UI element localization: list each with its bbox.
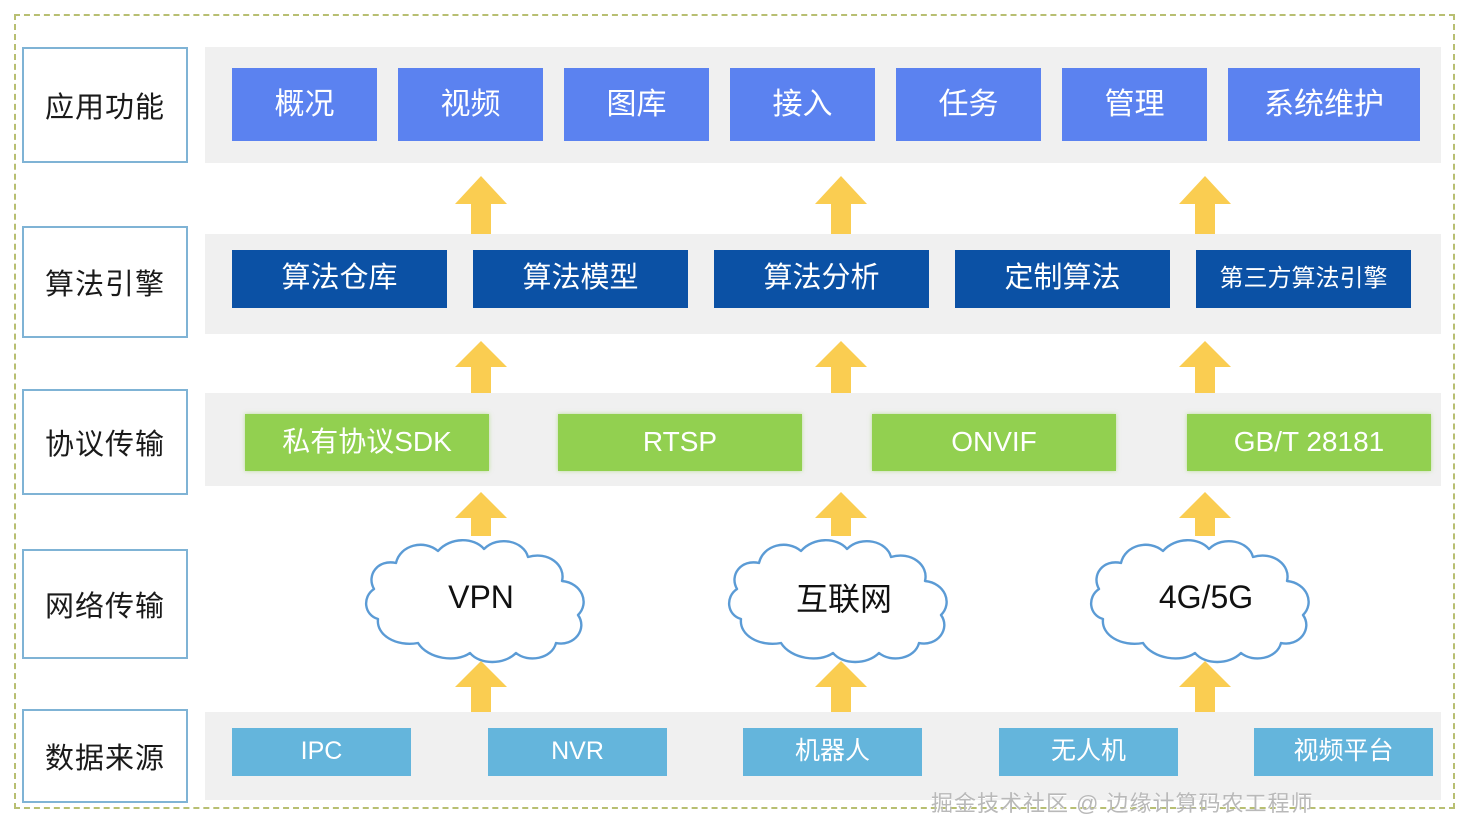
cloud-internet[interactable]: 互联网 — [719, 535, 969, 665]
node-proto-rtsp[interactable]: RTSP — [558, 414, 802, 471]
arrow-up-protocol-to-algorithm-1 — [453, 341, 509, 399]
node-src-drone[interactable]: 无人机 — [999, 728, 1178, 776]
architecture-diagram: 应用功能 概况 视频 图库 接入 任务 管理 系统维护 算法引擎 算法仓库 算法… — [14, 14, 1455, 816]
node-app-gaikuang[interactable]: 概况 — [232, 68, 377, 141]
cloud-vpn[interactable]: VPN — [356, 535, 606, 665]
node-algo-cangku[interactable]: 算法仓库 — [232, 250, 447, 308]
row-label-algorithm: 算法引擎 — [22, 226, 188, 338]
node-src-video-platform[interactable]: 视频平台 — [1254, 728, 1433, 776]
cloud-vpn-label: VPN — [448, 578, 514, 615]
node-proto-sdk[interactable]: 私有协议SDK — [245, 414, 489, 471]
arrow-up-protocol-to-algorithm-2 — [813, 341, 869, 399]
node-app-renwu[interactable]: 任务 — [896, 68, 1041, 141]
node-app-tuku[interactable]: 图库 — [564, 68, 709, 141]
row-label-network: 网络传输 — [22, 549, 188, 659]
node-proto-onvif[interactable]: ONVIF — [872, 414, 1116, 471]
watermark: 掘金技术社区 @ 边缘计算码农工程师 — [931, 791, 1314, 816]
row-label-source: 数据来源 — [22, 709, 188, 803]
node-app-shipin[interactable]: 视频 — [398, 68, 543, 141]
cloud-4g5g-label: 4G/5G — [1158, 578, 1254, 615]
cloud-4g5g[interactable]: 4G/5G — [1081, 535, 1331, 665]
arrow-up-source-to-network-2 — [813, 661, 869, 717]
node-app-jieru[interactable]: 接入 — [730, 68, 875, 141]
arrow-up-algorithm-to-application-2 — [813, 176, 869, 238]
arrow-up-network-to-protocol-2 — [813, 492, 869, 548]
node-src-ipc[interactable]: IPC — [232, 728, 411, 776]
diagram-canvas: 应用功能 概况 视频 图库 接入 任务 管理 系统维护 算法引擎 算法仓库 算法… — [16, 16, 1453, 816]
node-app-guanli[interactable]: 管理 — [1062, 68, 1207, 141]
arrow-up-source-to-network-1 — [453, 661, 509, 717]
node-algo-dingzhi[interactable]: 定制算法 — [955, 250, 1170, 308]
node-app-xitongweihu[interactable]: 系统维护 — [1228, 68, 1420, 141]
arrow-up-source-to-network-3 — [1177, 661, 1233, 717]
node-proto-gbt28181[interactable]: GB/T 28181 — [1187, 414, 1431, 471]
row-label-application: 应用功能 — [22, 47, 188, 163]
row-label-protocol: 协议传输 — [22, 389, 188, 495]
cloud-internet-label: 互联网 — [795, 581, 892, 617]
arrow-up-algorithm-to-application-1 — [453, 176, 509, 238]
arrow-up-protocol-to-algorithm-3 — [1177, 341, 1233, 399]
arrow-up-network-to-protocol-3 — [1177, 492, 1233, 548]
node-algo-moxing[interactable]: 算法模型 — [473, 250, 688, 308]
node-src-nvr[interactable]: NVR — [488, 728, 667, 776]
node-algo-disanfang[interactable]: 第三方算法引擎 — [1196, 250, 1411, 308]
node-src-robot[interactable]: 机器人 — [743, 728, 922, 776]
node-algo-fenxi[interactable]: 算法分析 — [714, 250, 929, 308]
arrow-up-network-to-protocol-1 — [453, 492, 509, 548]
arrow-up-algorithm-to-application-3 — [1177, 176, 1233, 238]
